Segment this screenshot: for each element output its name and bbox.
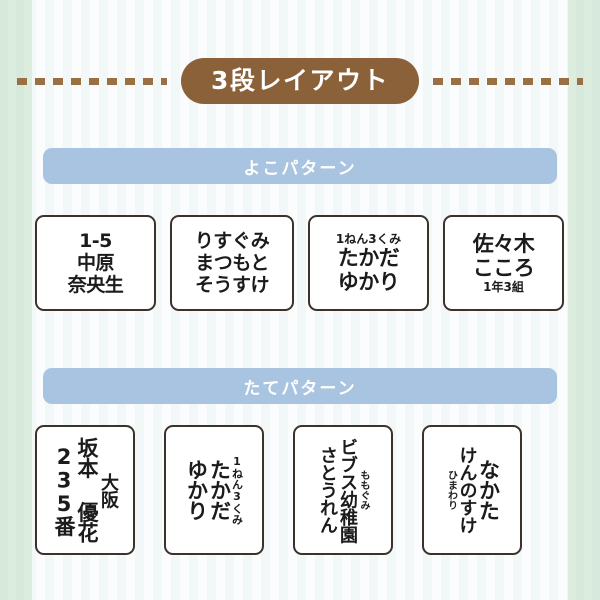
card-column: けんのすけ: [456, 446, 478, 534]
card-line: そうすけ: [194, 273, 270, 296]
name-card[interactable]: 1ねん3くみ たかだ ゆかり: [308, 215, 429, 311]
card-column: なかた: [476, 459, 501, 521]
card-column: ビブス幼稚園: [337, 437, 358, 543]
title-banner: 3段レイアウト: [0, 58, 600, 104]
page-title: 3段レイアウト: [181, 58, 419, 104]
card-line-class: 1ねん3くみ: [335, 232, 402, 246]
name-card[interactable]: 1ねん3くみ たかだ ゆかり: [164, 425, 264, 555]
card-line: たかだ: [337, 245, 400, 270]
card-line: 1-5: [79, 229, 112, 252]
card-line: ゆかり: [337, 269, 400, 294]
card-line: 奈央生: [67, 273, 124, 296]
card-line: 中原: [76, 251, 115, 274]
card-column: たかだ: [207, 459, 232, 521]
card-row-tate: 大阪 坂本 優花 235番 1ねん3くみ たかだ ゆかり ももぐみ ビブス幼稚園…: [35, 425, 565, 555]
card-line: まつもと: [195, 251, 269, 274]
card-column: さとうれん: [317, 446, 338, 534]
card-line: こころ: [472, 255, 535, 280]
card-column: ゆかり: [184, 459, 209, 521]
name-card[interactable]: 1-5 中原 奈央生: [35, 215, 156, 311]
card-row-yoko: 1-5 中原 奈央生 りすぐみ まつもと そうすけ 1ねん3くみ たかだ ゆかり…: [35, 215, 565, 311]
card-column-class: ひまわり: [445, 470, 457, 510]
card-column-class: 1ねん3くみ: [230, 455, 244, 525]
card-column: 大阪: [98, 472, 119, 508]
dashed-rule-left: [17, 77, 168, 85]
card-line-class: 1年3組: [483, 280, 524, 294]
card-line: りすぐみ: [194, 229, 270, 252]
name-card[interactable]: ももぐみ ビブス幼稚園 さとうれん: [293, 425, 393, 555]
name-card[interactable]: 大阪 坂本 優花 235番: [35, 425, 135, 555]
card-column: 235番: [52, 444, 76, 536]
section-header-yoko: よこパターン: [43, 148, 557, 184]
card-column: 坂本 優花: [75, 437, 99, 543]
card-line: 佐々木: [472, 231, 535, 256]
section-header-tate: たてパターン: [43, 368, 557, 404]
name-card[interactable]: なかた けんのすけ ひまわり: [422, 425, 522, 555]
dashed-rule-right: [432, 77, 583, 85]
card-column-class: ももぐみ: [358, 470, 369, 510]
name-card[interactable]: 佐々木 こころ 1年3組: [443, 215, 564, 311]
name-card[interactable]: りすぐみ まつもと そうすけ: [170, 215, 294, 311]
